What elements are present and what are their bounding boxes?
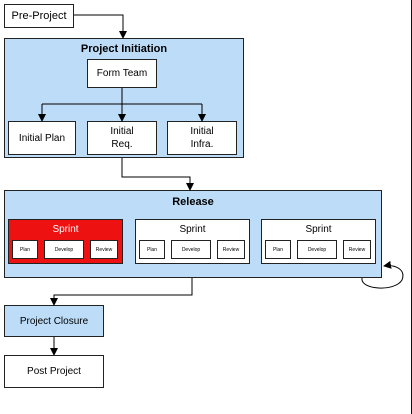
project-closure-label: Project Closure [19, 315, 89, 327]
initial-plan-node: Initial Plan [8, 121, 76, 155]
sprint-3-develop-step: Develop [297, 240, 337, 259]
sprint-1-develop-step: Develop [44, 240, 84, 259]
form-team-node: Form Team [87, 59, 157, 88]
sprint-2: Sprint Plan Develop Review [135, 219, 250, 264]
edge-preproject-initiation [74, 14, 127, 39]
sprint-3-plan-step: Plan [265, 240, 291, 259]
pre-project-label: Pre-Project [11, 9, 67, 22]
sprint-2-plan-step: Plan [139, 240, 165, 259]
sprint-3-review-step: Review [343, 240, 371, 259]
initial-plan-label: Initial Plan [18, 132, 66, 144]
sprint-1-title: Sprint [52, 224, 79, 235]
release-title: Release [172, 196, 214, 208]
sprint-2-title: Sprint [179, 224, 206, 235]
initial-req-node: Initial Req. [87, 121, 157, 155]
edge-release-closure [50, 278, 193, 306]
sprint-2-develop-step: Develop [171, 240, 211, 259]
post-project-label: Post Project [27, 366, 81, 377]
project-closure-node: Project Closure [4, 305, 104, 337]
initial-infra-node: Initial Infra. [167, 121, 237, 155]
initial-infra-label: Initial Infra. [190, 126, 214, 150]
sprint-3-title: Sprint [305, 224, 332, 235]
sprint-1: Sprint Plan Develop Review [8, 219, 123, 264]
sprint-1-plan-step: Plan [12, 240, 38, 259]
project-initiation-title: Project Initiation [80, 43, 168, 55]
initial-req-label: Initial Req. [110, 126, 134, 150]
post-project-node: Post Project [4, 355, 104, 388]
pre-project-node: Pre-Project [4, 4, 74, 28]
sprint-1-review-step: Review [90, 240, 118, 259]
edge-initiation-release [121, 158, 194, 191]
form-team-label: Form Team [96, 68, 148, 79]
sprint-3: Sprint Plan Develop Review [261, 219, 376, 264]
sprint-2-review-step: Review [217, 240, 245, 259]
